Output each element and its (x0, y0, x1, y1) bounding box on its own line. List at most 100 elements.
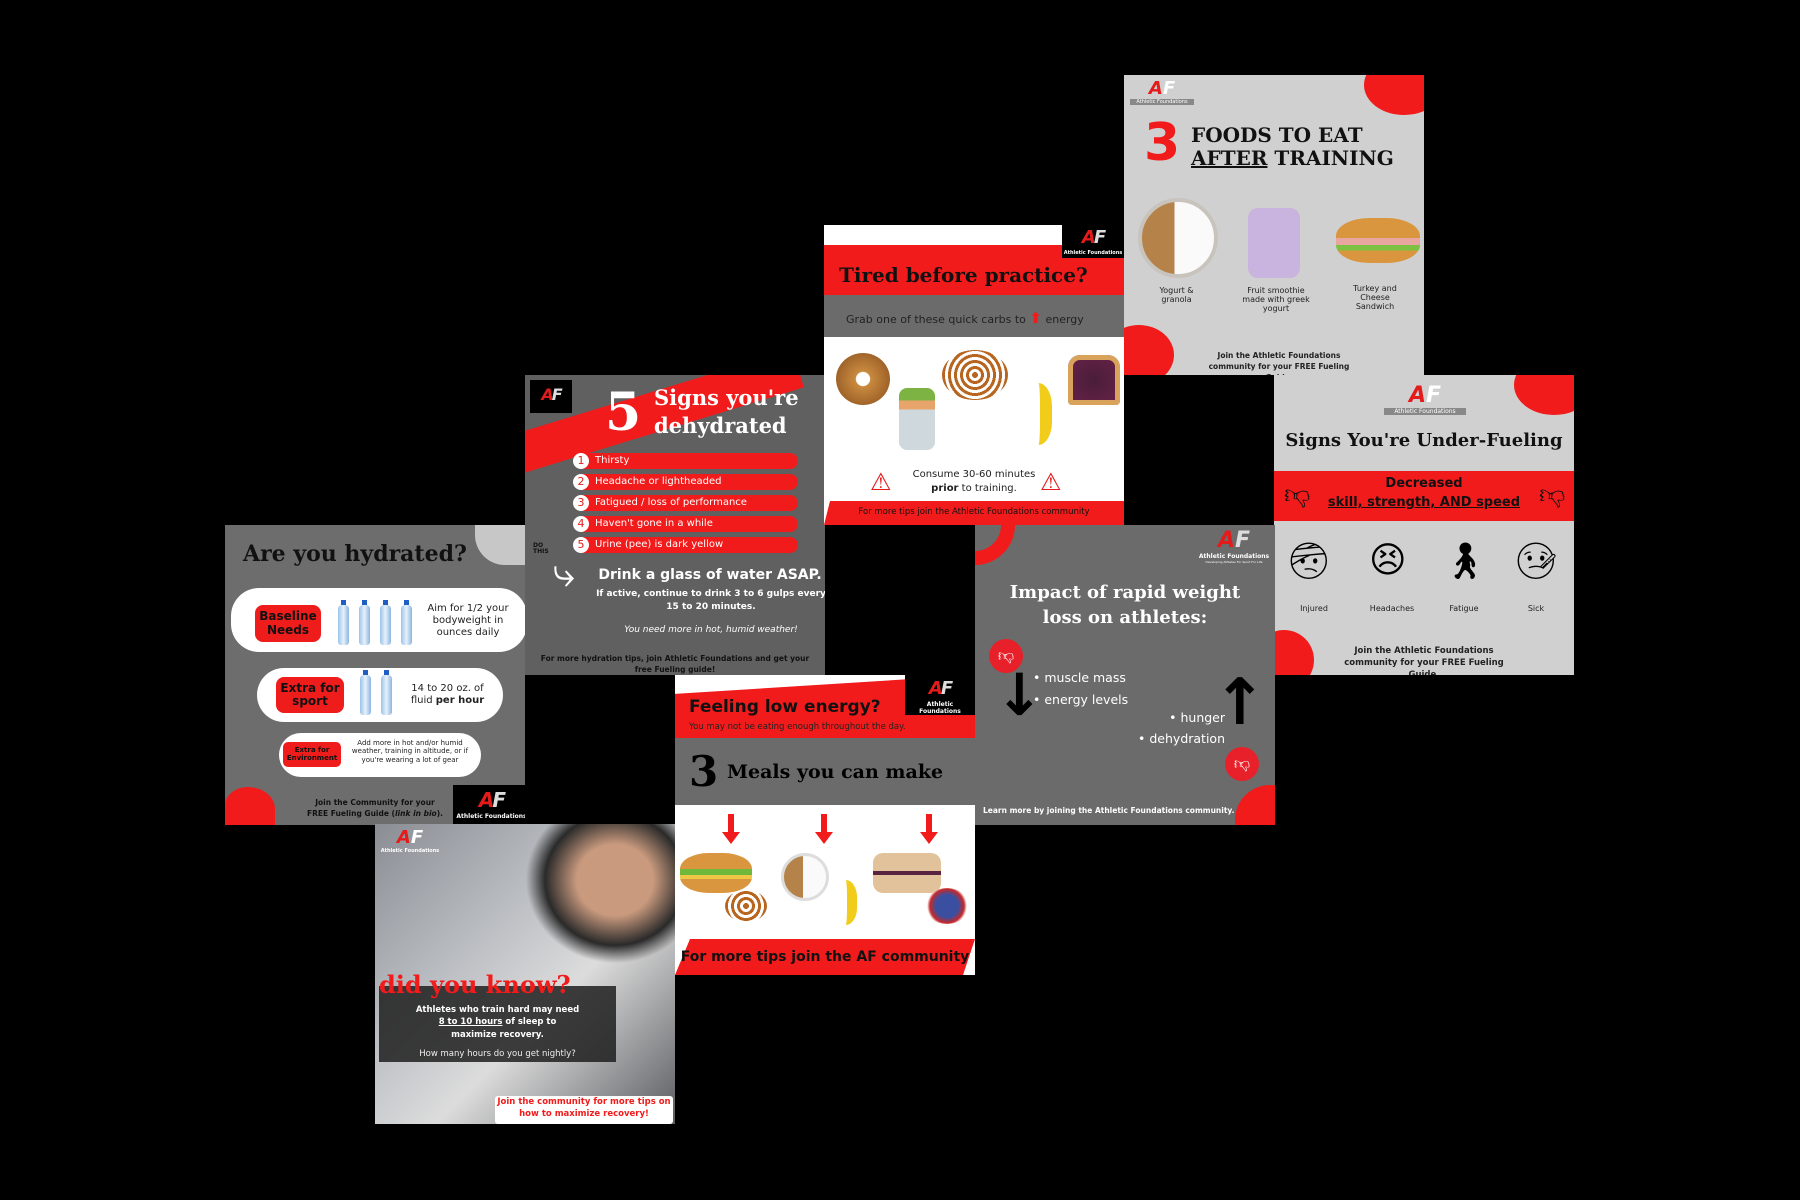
warning-icon: ⚠ (1040, 468, 1062, 496)
food-caption: Yogurt & granola (1159, 286, 1194, 304)
fact-box (379, 986, 616, 1062)
sandwich-image (680, 853, 752, 893)
water-bottles-icon (355, 670, 397, 719)
red-blob-decoration (1364, 75, 1424, 115)
footer-band (675, 939, 975, 975)
decreased-items: skill, strength, AND speed (1327, 495, 1521, 510)
bagel-image (836, 353, 890, 405)
up-arrow-icon: ⬆ (1029, 309, 1042, 327)
footer-text: For more hydration tips, join Athletic F… (540, 654, 810, 674)
environment-text: Add more in hot and/or humid weather, tr… (351, 739, 469, 764)
sport-text: 14 to 20 oz. of fluid per hour (410, 683, 485, 706)
footer-text: Join the Athletic Foundations community … (1344, 646, 1504, 675)
af-logo-icon: AF (1148, 78, 1176, 99)
baseline-text: Aim for 1/2 your bodyweight in ounces da… (427, 603, 509, 638)
food-caption: Fruit smoothie made with greek yogurt (1242, 286, 1310, 313)
meals-title: Meals you can make (727, 761, 944, 783)
pretzels-image (725, 890, 767, 922)
down-arrow-icon (815, 814, 833, 844)
brush-decoration (475, 525, 525, 565)
list-item: • energy levels (1033, 692, 1129, 707)
thumbs-down-icon: 👎︎ (1539, 480, 1566, 510)
red-blob-decoration (1274, 630, 1314, 675)
smoothie-image (1248, 208, 1300, 278)
red-splash-decoration (225, 787, 275, 825)
food-caption: Turkey and Cheese Sandwich (1353, 284, 1397, 311)
curved-arrow-icon: ⤷ (553, 550, 576, 596)
big-number: 5 (605, 382, 642, 443)
big-number: 3 (689, 747, 719, 796)
card-title: Impact of rapid weight loss on athletes: (1009, 582, 1241, 629)
brand-logo: AF (530, 380, 572, 413)
card-are-you-hydrated[interactable]: Are you hydrated? Baseline Needs Aim for… (225, 525, 525, 825)
banana-image (827, 880, 857, 925)
sick-icon: 🤒︎ (1514, 541, 1560, 582)
card-title: Tired before practice? (839, 263, 1088, 287)
down-arrow-icon (722, 814, 740, 844)
cta-box (495, 1096, 673, 1124)
af-logo-icon: AF (541, 385, 562, 404)
cta-text: Join the community for more tips on how … (497, 1097, 671, 1119)
sleeping-athlete-photo (525, 824, 675, 964)
baseline-tag: Baseline Needs (255, 605, 321, 642)
down-arrow-icon (920, 814, 938, 844)
card-title-line1: FOODS TO EAT (1191, 123, 1363, 147)
af-logo-icon: AF (1081, 227, 1106, 248)
big-number: 3 (1144, 113, 1181, 173)
list-item: • dehydration (1138, 731, 1225, 746)
sport-tag: Extra for sport (276, 677, 344, 713)
red-arc-decoration (1235, 785, 1275, 825)
berries-image (925, 888, 969, 924)
card-title: Feeling low energy? (689, 697, 881, 717)
card-title: Are you hydrated? (243, 541, 467, 567)
sandwich-image (1336, 218, 1420, 263)
footer-text: For more tips join the AF community (680, 949, 970, 965)
up-arrow-icon: ↑ (1213, 666, 1267, 740)
do-this-label: DO THIS (533, 542, 549, 555)
action-text: Drink a glass of water ASAP. (598, 567, 822, 583)
pbj-sandwich-image (873, 853, 941, 893)
decreased-band (1274, 471, 1574, 521)
thumbs-down-icon: 👎︎ (1284, 480, 1311, 510)
red-blob-decoration (1124, 325, 1174, 375)
warning-icon: ⚠ (870, 468, 892, 496)
headache-icon: 😣︎ (1369, 540, 1407, 581)
sign-label: Headaches (1369, 604, 1415, 613)
list-item: • muscle mass (1033, 670, 1126, 685)
note-text: You need more in hot, humid weather! (624, 625, 798, 635)
pretzels-image (942, 350, 1008, 400)
footer-text: Join the Athletic Foundations community … (1208, 351, 1350, 375)
yogurt-granola-image (781, 853, 829, 901)
card-title: did you know? (379, 970, 571, 999)
card-title: Signs You're Under-Fueling (1285, 430, 1563, 451)
thumbs-down-icon: 👎︎ (1225, 747, 1259, 781)
detail-text: If active, continue to drink 3 to 6 gulp… (596, 589, 825, 613)
footer-text: Join the Community for your FREE Fueling… (307, 798, 443, 818)
sign-label: Sick (1527, 604, 1545, 613)
footer-text: For more tips join the Athletic Foundati… (858, 507, 1090, 517)
footer-text: Learn more by joining the Athletic Found… (983, 806, 1235, 815)
af-logo-icon: AF (396, 827, 424, 848)
fatigue-icon: 🚶︎ (1442, 541, 1488, 582)
subtitle-band (824, 295, 1124, 337)
card-subtitle: You may not be eating enough throughout … (689, 722, 906, 732)
yogurt-granola-image (1138, 198, 1218, 278)
fact-text: Athletes who train hard may need 8 to 10… (415, 1005, 580, 1040)
